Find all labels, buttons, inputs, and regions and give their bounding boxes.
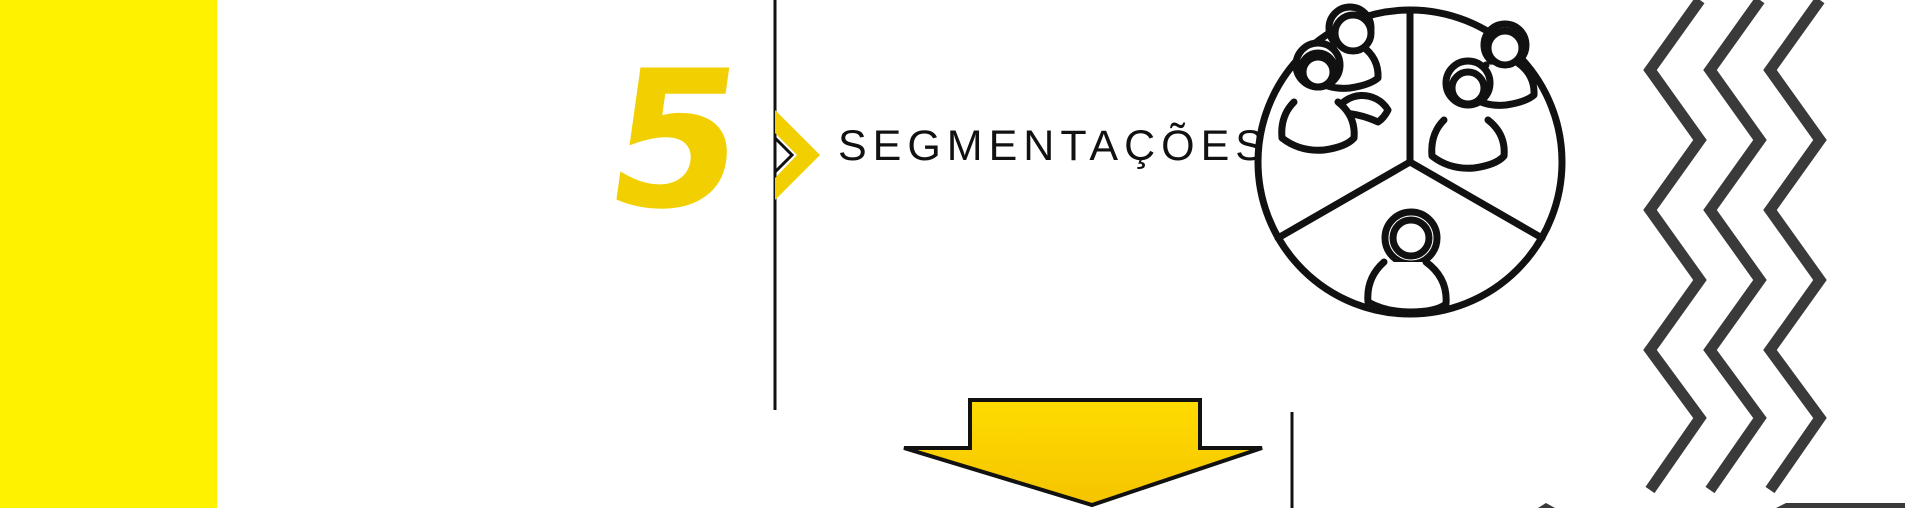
step-title: SEGMENTAÇÕES	[838, 122, 1270, 170]
people-segments-icon	[1254, 3, 1566, 318]
partial-right-shape-1	[1538, 503, 1555, 508]
zigzag-lines-icon	[1643, 0, 1827, 494]
yellow-side-band	[0, 0, 217, 508]
partial-right-shape-2	[1776, 503, 1905, 508]
chevron-pointer-icon	[773, 110, 820, 200]
down-arrow-icon	[903, 398, 1263, 508]
